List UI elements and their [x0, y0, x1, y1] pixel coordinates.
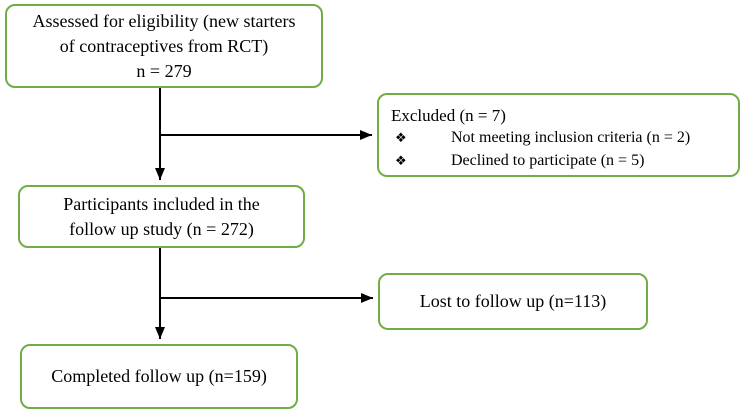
assessed-line-3: n = 279: [136, 60, 192, 81]
assessed-line-2: of contraceptives from RCT): [59, 35, 269, 56]
diamond-bullet-icon: ❖: [395, 154, 407, 169]
excluded-item-1: Not meeting inclusion criteria (n = 2): [451, 129, 691, 146]
excluded-item-2: Declined to participate (n = 5): [451, 152, 645, 169]
node-excluded: Excluded (n = 7) ❖ Not meeting inclusion…: [377, 93, 740, 177]
completed-text: Completed follow up (n=159): [51, 366, 267, 386]
lost-text: Lost to follow up (n=113): [419, 291, 607, 311]
excluded-item-row: ❖ Declined to participate (n = 5): [391, 150, 730, 173]
node-included-followup: Participants included in the follow up s…: [18, 185, 305, 248]
node-lost-followup: Lost to follow up (n=113): [378, 273, 648, 330]
node-assessed-eligibility: Assessed for eligibility (new starters o…: [5, 4, 323, 88]
included-line-2: follow up study (n = 272): [69, 218, 254, 239]
excluded-title: Excluded (n = 7): [391, 106, 506, 125]
assessed-line-1: Assessed for eligibility (new starters: [32, 10, 296, 31]
excluded-item-row: ❖ Not meeting inclusion criteria (n = 2): [391, 127, 730, 150]
included-line-1: Participants included in the: [63, 193, 260, 214]
node-completed-followup: Completed follow up (n=159): [20, 344, 298, 409]
diamond-bullet-icon: ❖: [395, 131, 407, 146]
